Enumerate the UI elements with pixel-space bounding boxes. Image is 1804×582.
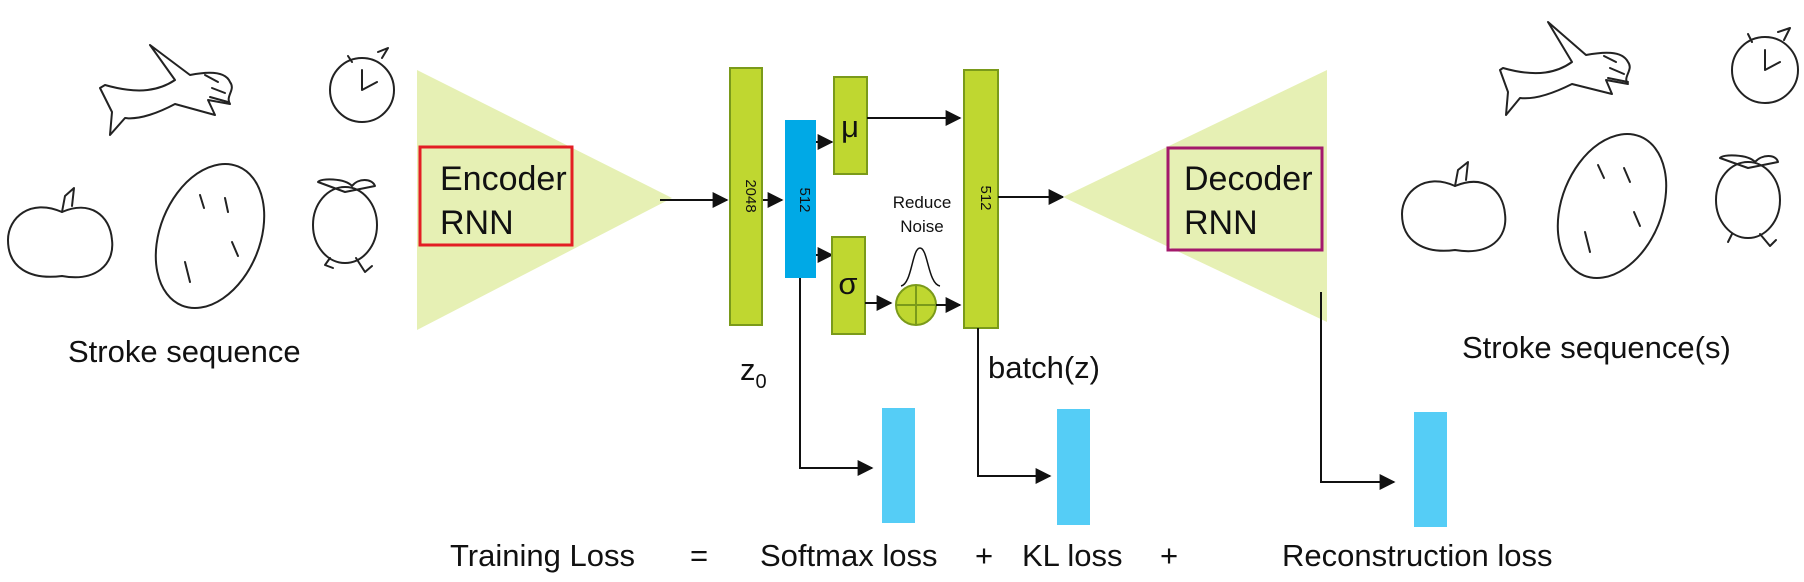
shark-sketch bbox=[1499, 21, 1631, 116]
layer-2048-label: 2048 bbox=[742, 179, 759, 212]
apple-sketch bbox=[7, 187, 114, 279]
softmax-loss-connector bbox=[799, 278, 874, 476]
reconstruction-loss-label: Reconstruction loss bbox=[1282, 538, 1553, 573]
noise-label-line2: Noise bbox=[900, 217, 943, 236]
equals-sign: = bbox=[690, 538, 708, 573]
encoder-label-line1: Encoder bbox=[440, 160, 567, 198]
stroke-sequence-left-label: Stroke sequence bbox=[68, 334, 301, 369]
gaussian-curve-icon bbox=[900, 247, 941, 287]
noise-label-line1: Reduce bbox=[893, 193, 952, 212]
alarm-clock-bell-sketch bbox=[312, 178, 378, 273]
stroke-sequence-right-label: Stroke sequence(s) bbox=[1462, 330, 1731, 365]
potato-sketch bbox=[154, 162, 266, 310]
sigma-label: σ bbox=[838, 266, 857, 301]
decoder-label-line1: Decoder bbox=[1184, 160, 1313, 198]
layer-2048-bar bbox=[729, 67, 763, 326]
alarm-clock-bell-sketch bbox=[1715, 154, 1781, 247]
kl-loss-label: KL loss bbox=[1022, 538, 1123, 573]
z0-label: z0 bbox=[740, 352, 767, 393]
layer-512-blue-bar bbox=[785, 120, 816, 278]
decoder-box bbox=[1166, 146, 1324, 252]
softmax-loss-label: Softmax loss bbox=[760, 538, 937, 573]
mu-bar bbox=[833, 76, 868, 175]
batch-z-label: batch(z) bbox=[988, 350, 1100, 385]
left-sketches bbox=[7, 44, 395, 310]
reconstruction-loss-bar bbox=[1414, 412, 1447, 527]
alarm-clock-sketch bbox=[1731, 27, 1799, 104]
reconstruction-loss-connector bbox=[1320, 292, 1396, 490]
encoder-box bbox=[418, 145, 574, 247]
potato-sketch bbox=[1556, 132, 1668, 280]
encoder-label-line2: RNN bbox=[440, 204, 514, 242]
kl-loss-connector bbox=[977, 328, 1052, 484]
decoder-trapezoid bbox=[1063, 70, 1327, 322]
plus-sign-2: + bbox=[1160, 538, 1178, 573]
plus-sign-1: + bbox=[975, 538, 993, 573]
training-loss-label: Training Loss bbox=[450, 538, 635, 573]
add-noise-circle-icon bbox=[895, 284, 937, 326]
z0-subscript: 0 bbox=[756, 371, 767, 393]
right-sketches bbox=[1401, 21, 1799, 280]
decoder-label-line2: RNN bbox=[1184, 204, 1258, 242]
layer-512-green-label: 512 bbox=[977, 185, 994, 210]
z0-base: z bbox=[740, 352, 756, 387]
kl-loss-bar bbox=[1057, 409, 1090, 525]
apple-sketch bbox=[1401, 161, 1507, 253]
mu-label: μ bbox=[841, 109, 859, 144]
shark-sketch bbox=[99, 44, 233, 136]
layer-512-green-bar bbox=[963, 69, 999, 329]
softmax-loss-bar bbox=[882, 408, 915, 523]
sigma-bar bbox=[831, 236, 866, 335]
alarm-clock-sketch bbox=[329, 47, 395, 123]
encoder-trapezoid bbox=[417, 70, 672, 330]
layer-512-blue-label: 512 bbox=[796, 187, 813, 212]
